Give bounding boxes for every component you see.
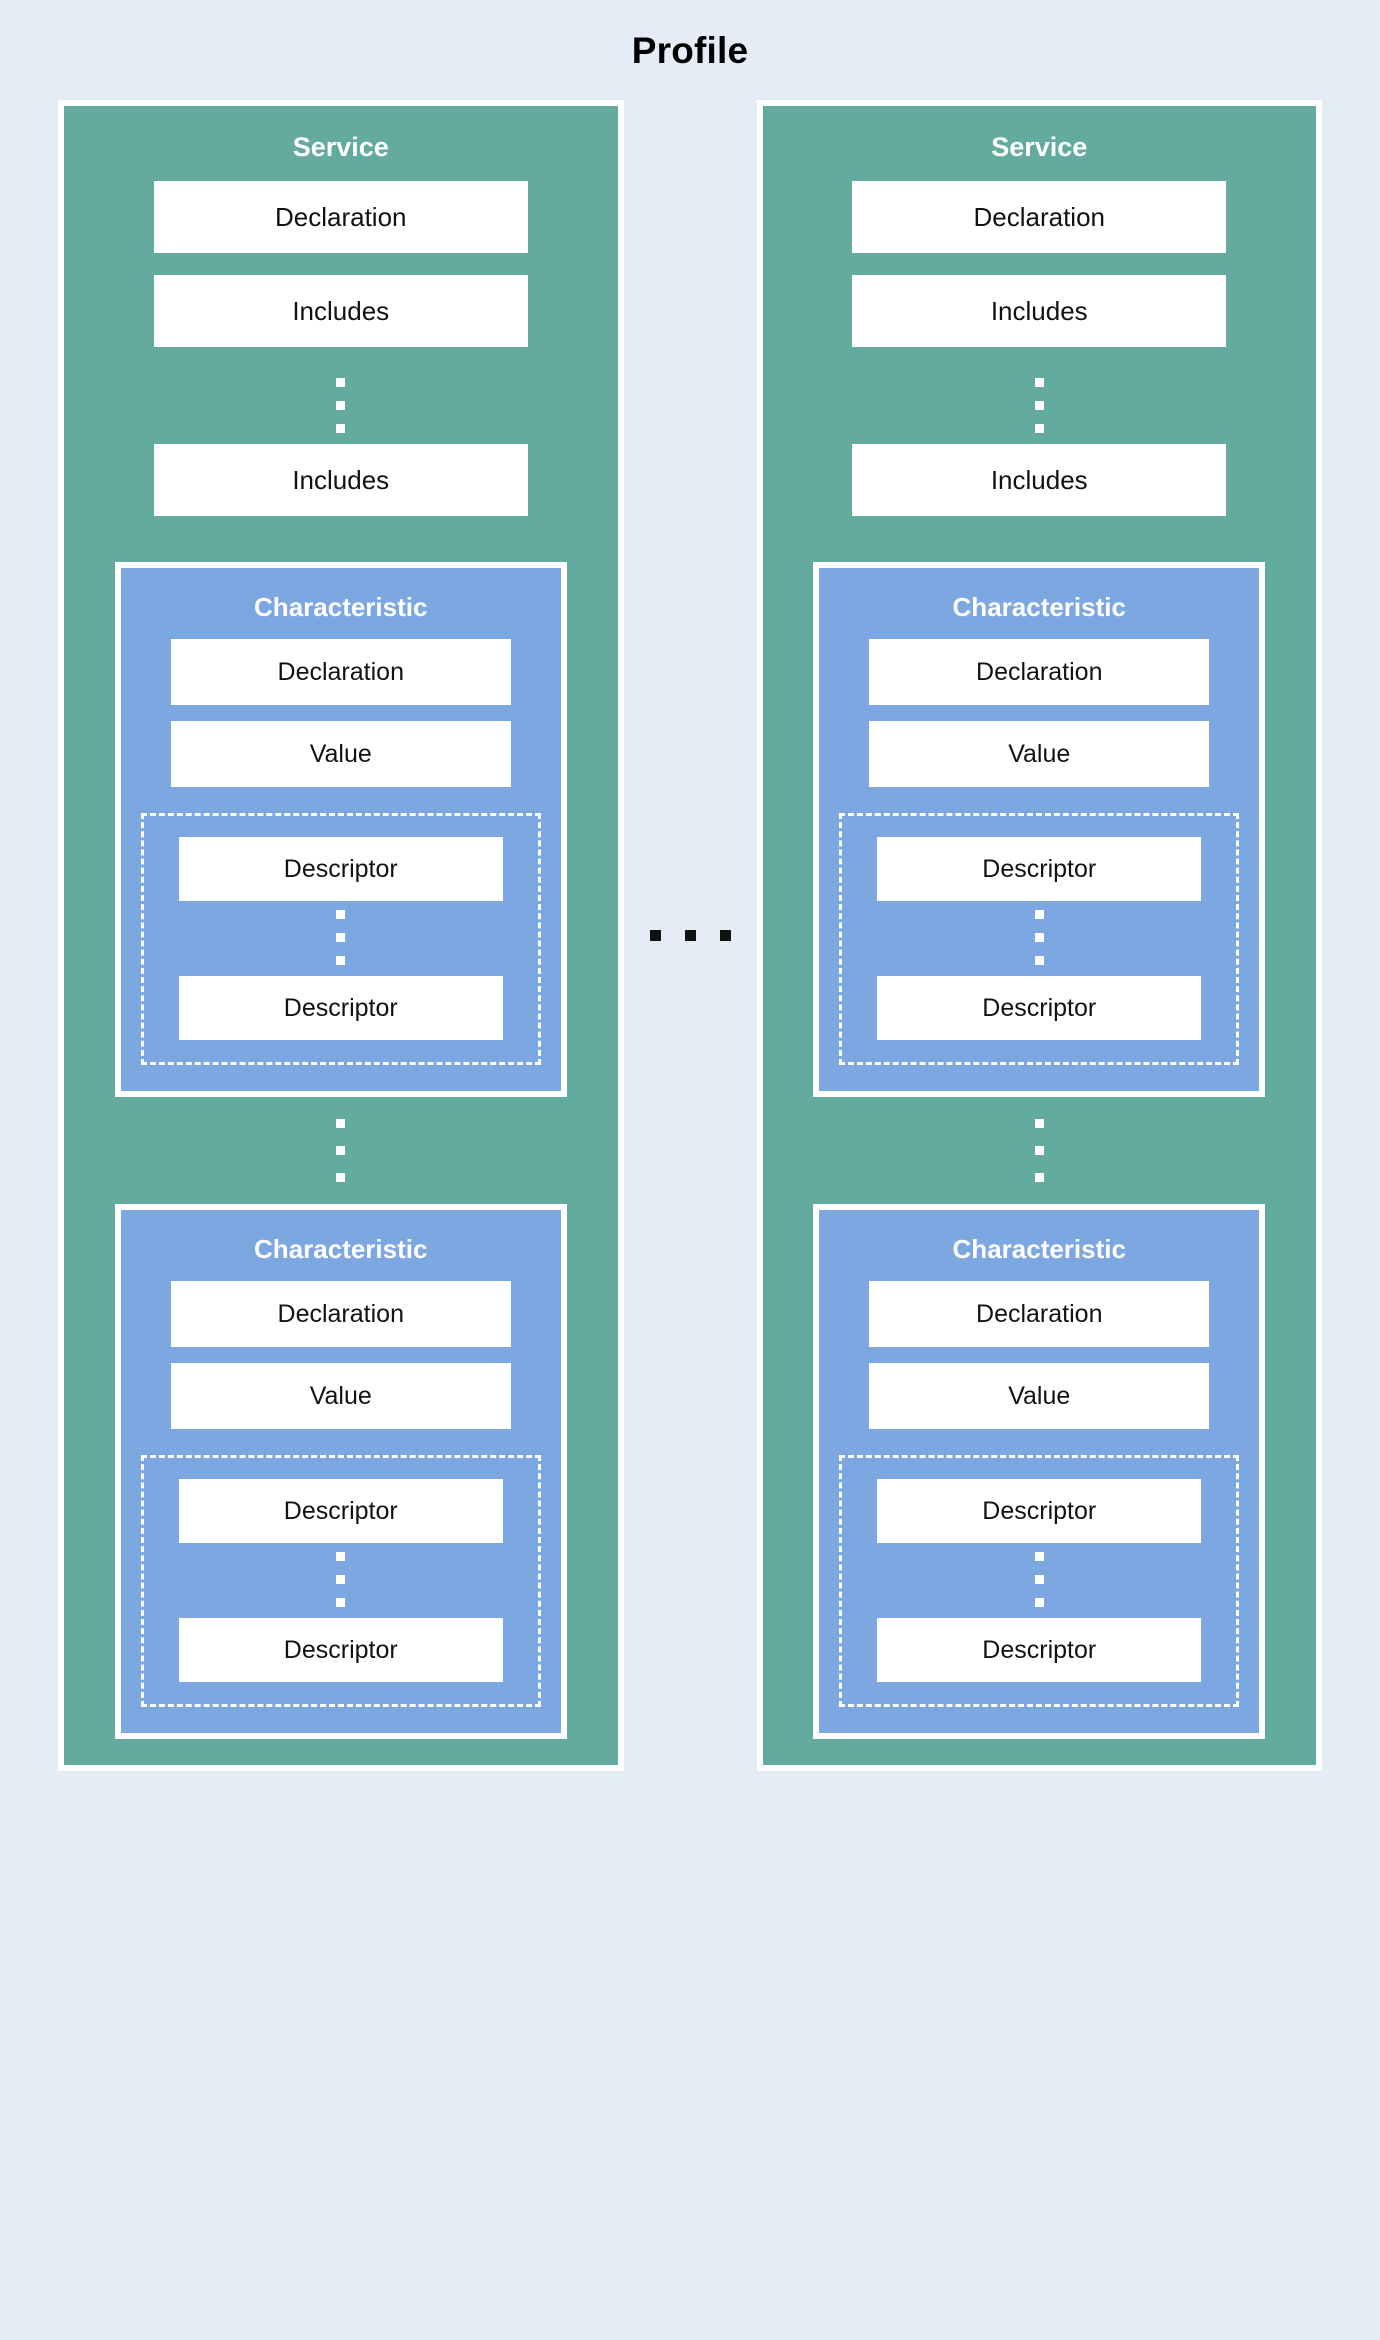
characteristic-declaration-box: Declaration [170, 639, 511, 705]
characteristic-value-box: Value [869, 721, 1210, 787]
ellipsis-dot [649, 930, 661, 941]
ellipsis-dot [1034, 1119, 1044, 1128]
ellipsis-dot [1034, 1598, 1044, 1607]
descriptor-box-first: Descriptor [178, 1479, 503, 1543]
characteristic-block-2: Characteristic Declaration Value Descrip… [114, 1204, 567, 1739]
characteristic-block-1: Characteristic Declaration Value Descrip… [813, 562, 1266, 1097]
horizontal-ellipsis-icon [624, 930, 757, 941]
ellipsis-dot [1034, 424, 1044, 433]
characteristic-title: Characteristic [952, 592, 1126, 622]
characteristic-value-box: Value [869, 1363, 1210, 1429]
vertical-ellipsis-icon [336, 378, 346, 433]
ellipsis-dot [336, 1119, 346, 1128]
descriptor-box-last: Descriptor [178, 1618, 503, 1682]
descriptor-box-first: Descriptor [877, 837, 1202, 901]
ellipsis-dot [336, 933, 346, 942]
ellipsis-dot [1034, 1173, 1044, 1182]
vertical-ellipsis-icon [336, 1552, 346, 1607]
ellipsis-dot [1034, 956, 1044, 965]
service-block-1: Service Declaration Includes Includes Ch… [58, 100, 624, 1771]
ellipsis-dot [336, 424, 346, 433]
ellipsis-dot [336, 956, 346, 965]
descriptor-group: Descriptor Descriptor [839, 813, 1240, 1065]
vertical-ellipsis-icon [1034, 910, 1044, 965]
ellipsis-dot [336, 910, 346, 919]
characteristic-declaration-box: Declaration [170, 1281, 511, 1347]
ellipsis-dot [719, 930, 731, 941]
characteristic-title: Characteristic [254, 592, 428, 622]
characteristic-value-box: Value [170, 721, 511, 787]
ellipsis-dot [336, 1575, 346, 1584]
characteristic-title: Characteristic [254, 1234, 428, 1264]
characteristic-block-2: Characteristic Declaration Value Descrip… [813, 1204, 1266, 1739]
ellipsis-dot [1034, 1575, 1044, 1584]
service-includes-box-last: Includes [153, 444, 528, 516]
characteristic-declaration-box: Declaration [869, 639, 1210, 705]
service-title: Service [991, 132, 1088, 162]
ellipsis-dot [336, 1173, 346, 1182]
ellipsis-dot [684, 930, 696, 941]
ellipsis-dot [1034, 933, 1044, 942]
characteristic-declaration-box: Declaration [869, 1281, 1210, 1347]
ellipsis-dot [1034, 1552, 1044, 1561]
ellipsis-dot [336, 378, 346, 387]
profile-container: Service Declaration Includes Includes Ch… [0, 100, 1380, 1771]
vertical-ellipsis-icon [1034, 1119, 1044, 1182]
vertical-ellipsis-icon [336, 1119, 346, 1182]
descriptor-group: Descriptor Descriptor [839, 1455, 1240, 1707]
service-block-2: Service Declaration Includes Includes Ch… [756, 100, 1322, 1771]
descriptor-box-first: Descriptor [877, 1479, 1202, 1543]
ellipsis-dot [1034, 910, 1044, 919]
page-title: Profile [631, 30, 749, 71]
ellipsis-dot [1034, 1146, 1044, 1155]
ellipsis-dot [336, 401, 346, 410]
characteristic-title: Characteristic [952, 1234, 1126, 1264]
service-title: Service [292, 132, 389, 162]
characteristic-block-1: Characteristic Declaration Value Descrip… [114, 562, 567, 1097]
ellipsis-dot [336, 1552, 346, 1561]
descriptor-box-last: Descriptor [178, 976, 503, 1040]
service-includes-box-first: Includes [153, 275, 528, 347]
characteristic-value-box: Value [170, 1363, 511, 1429]
ellipsis-dot [336, 1146, 346, 1155]
service-declaration-box: Declaration [153, 181, 528, 253]
ellipsis-dot [1034, 401, 1044, 410]
descriptor-group: Descriptor Descriptor [140, 1455, 541, 1707]
descriptor-box-first: Descriptor [178, 837, 503, 901]
service-includes-box-first: Includes [852, 275, 1227, 347]
descriptor-box-last: Descriptor [877, 976, 1202, 1040]
service-includes-box-last: Includes [852, 444, 1227, 516]
vertical-ellipsis-icon [336, 910, 346, 965]
descriptor-group: Descriptor Descriptor [140, 813, 541, 1065]
vertical-ellipsis-icon [1034, 1552, 1044, 1607]
vertical-ellipsis-icon [1034, 378, 1044, 433]
ellipsis-dot [1034, 378, 1044, 387]
ellipsis-dot [336, 1598, 346, 1607]
descriptor-box-last: Descriptor [877, 1618, 1202, 1682]
service-declaration-box: Declaration [852, 181, 1227, 253]
